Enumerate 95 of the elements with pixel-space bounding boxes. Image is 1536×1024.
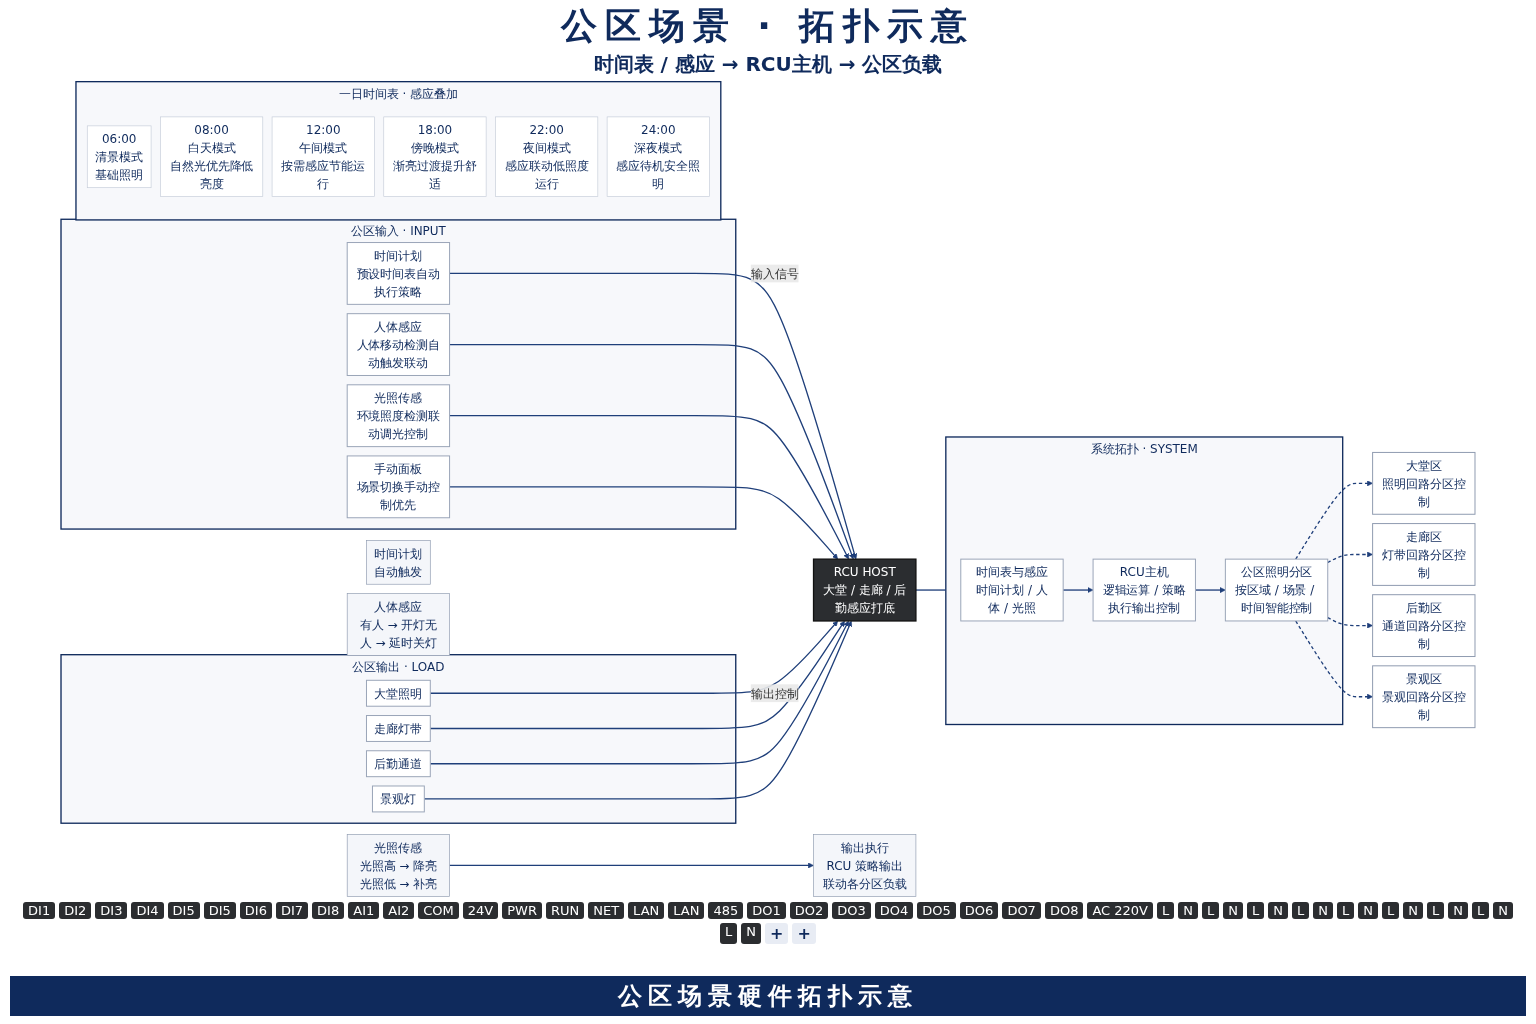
- port-label: 485: [708, 902, 744, 919]
- port-label: N: [1493, 902, 1513, 919]
- title: 公区场景 · 拓扑示意: [560, 4, 976, 48]
- node-box: 人体感应 有人 → 开灯无人 → 延时关灯: [346, 593, 450, 656]
- port-label: AI2: [383, 902, 415, 919]
- node-box: 景观灯: [371, 785, 425, 813]
- port-label: PWR: [502, 902, 542, 919]
- node-box: 时间计划 预设时间表自动执行策略: [346, 242, 451, 305]
- edge-label: 输入信号: [750, 266, 799, 281]
- node-box: 人体感应 人体移动检测自动触发联动: [346, 313, 451, 376]
- port-label: DO3: [832, 902, 871, 919]
- arrow: [423, 620, 852, 800]
- port-label: DI1: [23, 902, 56, 919]
- port-label: DO7: [1002, 902, 1041, 919]
- node-box: 08:00 白天模式 自然光优先降低亮度: [160, 116, 264, 197]
- port-label: L: [1291, 902, 1310, 919]
- arrow: [1295, 620, 1373, 700]
- port-label: L: [720, 923, 738, 944]
- node-box: 时间计划 自动触发: [366, 540, 431, 585]
- port-label: DO1: [747, 902, 786, 919]
- arrow: [429, 620, 838, 694]
- node-box: 12:00 午间模式 按需感应节能运行: [271, 116, 375, 197]
- port-label: N: [1313, 902, 1333, 919]
- arrow: [1327, 551, 1373, 564]
- node-box: 后勤通道: [366, 750, 431, 778]
- port-label: DI5: [167, 902, 200, 919]
- arrow: [448, 343, 855, 560]
- node-box: 光照传感 环境照度检测联动调光控制: [346, 384, 451, 448]
- port-label: L: [1426, 902, 1445, 919]
- port-label: DO2: [789, 902, 829, 919]
- subtitle: 时间表 / 感应 → RCU主机 → 公区负载: [593, 51, 943, 78]
- arrow: [429, 620, 845, 730]
- node-box: 大堂照明: [366, 679, 431, 707]
- arrow: [1062, 587, 1094, 593]
- port-label: DI4: [131, 902, 164, 919]
- port-label: N: [1178, 902, 1198, 919]
- port-label: N: [1358, 902, 1378, 919]
- edge-label: 输出控制: [750, 686, 799, 701]
- port-label: DI5: [203, 902, 236, 919]
- port-label: N: [1268, 902, 1288, 919]
- node-box: 后勤区 通道回路分区控制: [1372, 594, 1476, 657]
- arrow: [448, 486, 838, 560]
- node-box: 公区照明分区 按区域 / 场景 / 时间智能控制: [1224, 558, 1329, 622]
- port-label: N: [1223, 902, 1243, 919]
- port-label: NET: [588, 902, 625, 919]
- port-label: L: [1471, 902, 1490, 919]
- node-box: RCU主机 逻辑运算 / 策略执行输出控制: [1092, 558, 1196, 622]
- port-label: DO5: [917, 902, 956, 919]
- arrow: [429, 620, 849, 765]
- port-label: 24V: [462, 902, 499, 919]
- port-label: L: [1246, 902, 1265, 919]
- port-label: N: [1403, 902, 1423, 919]
- node-box: 06:00 清景模式 基础照明: [86, 125, 152, 188]
- port-label: L: [1157, 902, 1175, 919]
- port-label: N: [1448, 902, 1468, 919]
- port-label: N: [741, 923, 762, 944]
- port-label: RUN: [545, 902, 585, 919]
- port-label: DI8: [312, 902, 345, 919]
- node-box: 光照传感 光照高 → 降亮光照低 → 补亮: [346, 834, 450, 897]
- port-label: COM: [418, 902, 459, 919]
- port-label: LAN: [668, 902, 705, 919]
- port-label: AI1: [348, 902, 380, 919]
- port-label: LAN: [628, 902, 665, 919]
- node-box: 手动面板 场景切换手动控制优先: [346, 455, 451, 519]
- port-label: DI6: [239, 902, 272, 919]
- node-box: 大堂区 照明回路分区控制: [1372, 451, 1476, 515]
- arrow: [1194, 587, 1226, 593]
- node-box: 22:00 夜间模式 感应联动低照度运行: [495, 116, 599, 197]
- node-box: 输出执行 RCU 策略输出联动各分区负载: [813, 834, 917, 897]
- node-box: 24:00 深夜模式 感应待机安全照明: [606, 116, 710, 197]
- port-label: AC 220V: [1087, 902, 1153, 919]
- plus-sign: +: [792, 923, 816, 944]
- arrow: [1295, 480, 1373, 560]
- node-box: 时间表与感应 时间计划 / 人体 / 光照: [960, 558, 1064, 622]
- port-label: DO4: [874, 902, 914, 919]
- arrow: [448, 272, 858, 560]
- port-label: L: [1202, 902, 1220, 919]
- node-box: 走廊灯带: [366, 715, 431, 742]
- port-label: L: [1381, 902, 1400, 919]
- arrow: [448, 415, 849, 560]
- node-box: 景观区 景观回路分区控制: [1372, 665, 1476, 729]
- plus-sign: +: [765, 923, 789, 944]
- node-box: 走廊区 灯带回路分区控制: [1372, 523, 1476, 586]
- arrow: [448, 862, 814, 869]
- port-label: DI7: [276, 902, 309, 919]
- port-label: L: [1336, 902, 1355, 919]
- node-box: RCU HOST 大堂 / 走廊 / 后勤感应打底: [812, 558, 917, 622]
- node-box: 18:00 傍晚模式 渐亮过渡提升舒适: [383, 116, 487, 197]
- port-label: DI2: [59, 902, 92, 919]
- connector: [915, 589, 947, 591]
- port-label: DO6: [959, 902, 999, 919]
- port-label: DO8: [1044, 902, 1084, 919]
- port-label: DI3: [95, 902, 128, 919]
- arrow: [1327, 616, 1373, 629]
- footer-caption: 公区场景硬件拓扑示意: [10, 976, 1526, 1016]
